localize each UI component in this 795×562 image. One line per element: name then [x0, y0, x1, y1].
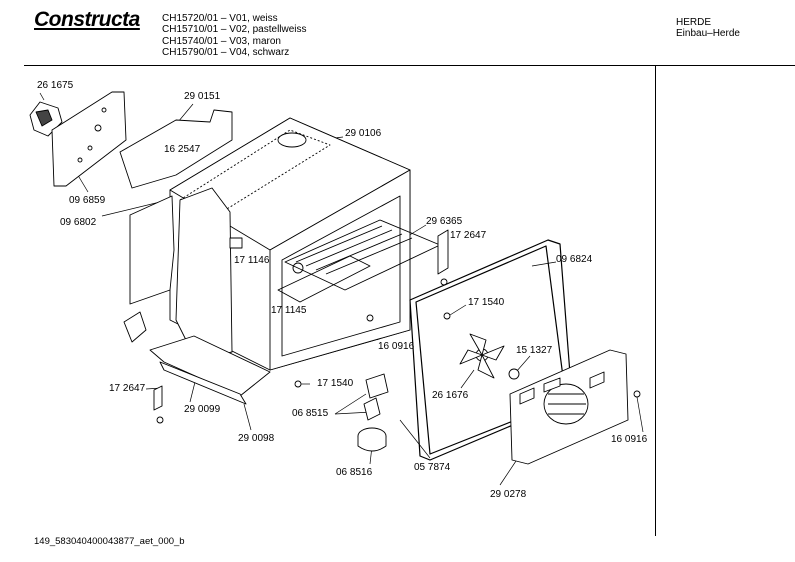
column-divider	[655, 66, 656, 536]
part-label: 29 0098	[238, 433, 275, 444]
part-label: 29 6365	[426, 216, 463, 227]
part-label: 15 1327	[516, 345, 553, 356]
bracket-left	[123, 311, 163, 411]
part-label: 06 8515	[292, 408, 329, 419]
part-label: 09 6824	[556, 254, 593, 265]
part-label: 17 1540	[317, 378, 354, 389]
fan-cover	[509, 349, 629, 465]
fan-blade	[459, 333, 520, 380]
footer-code: 149_583040400043877_aet_000_b	[34, 536, 185, 547]
side-panel	[129, 187, 233, 361]
part-label: 17 2647	[109, 383, 146, 394]
part-label: 29 0106	[345, 128, 382, 139]
motor-part	[29, 101, 63, 137]
subcategory-label: Einbau–Herde	[676, 28, 740, 40]
part-label: 16 0916	[611, 434, 648, 445]
part-label: 26 1675	[37, 80, 74, 91]
part-label: 17 1146	[234, 255, 270, 266]
bottom-rail	[149, 335, 271, 405]
part-label: 16 2547	[164, 144, 201, 155]
model-line: CH15790/01 – V04, schwarz	[162, 46, 290, 58]
bracket-right	[437, 229, 449, 275]
model-line: CH15720/01 – V01, weiss	[162, 13, 278, 24]
part-label: 09 6802	[60, 217, 97, 228]
part-label: 17 1540	[468, 297, 505, 308]
part-label: 29 0099	[184, 404, 221, 415]
heating-element	[277, 255, 371, 303]
screw-icons	[156, 278, 641, 424]
part-label: 06 8516	[336, 467, 373, 478]
connector-part	[229, 237, 243, 249]
knob-parts	[357, 373, 389, 452]
model-line: CH15710/01 – V02, pastellweiss	[162, 24, 307, 36]
part-label: 17 1145	[271, 305, 307, 316]
back-plate	[51, 91, 127, 187]
insulation-panel	[119, 109, 233, 189]
part-label: 05 7874	[414, 462, 451, 473]
category-label: HERDE	[676, 17, 712, 28]
part-label: 29 0151	[184, 91, 221, 102]
model-list: CH15720/01 – V01, weiss CH15710/01 – V02…	[162, 13, 307, 58]
part-label: 26 1676	[432, 390, 469, 401]
category-block: HERDE Einbau–Herde	[676, 17, 740, 40]
model-line: CH15740/01 – V03, maron	[162, 35, 281, 47]
header-divider	[24, 65, 795, 66]
brand-logo: Constructa	[34, 8, 140, 31]
part-label: 16 0916	[378, 341, 415, 352]
part-label: 09 6859	[69, 195, 106, 206]
part-label: 17 2647	[450, 230, 487, 241]
part-label: 29 0278	[490, 489, 527, 500]
